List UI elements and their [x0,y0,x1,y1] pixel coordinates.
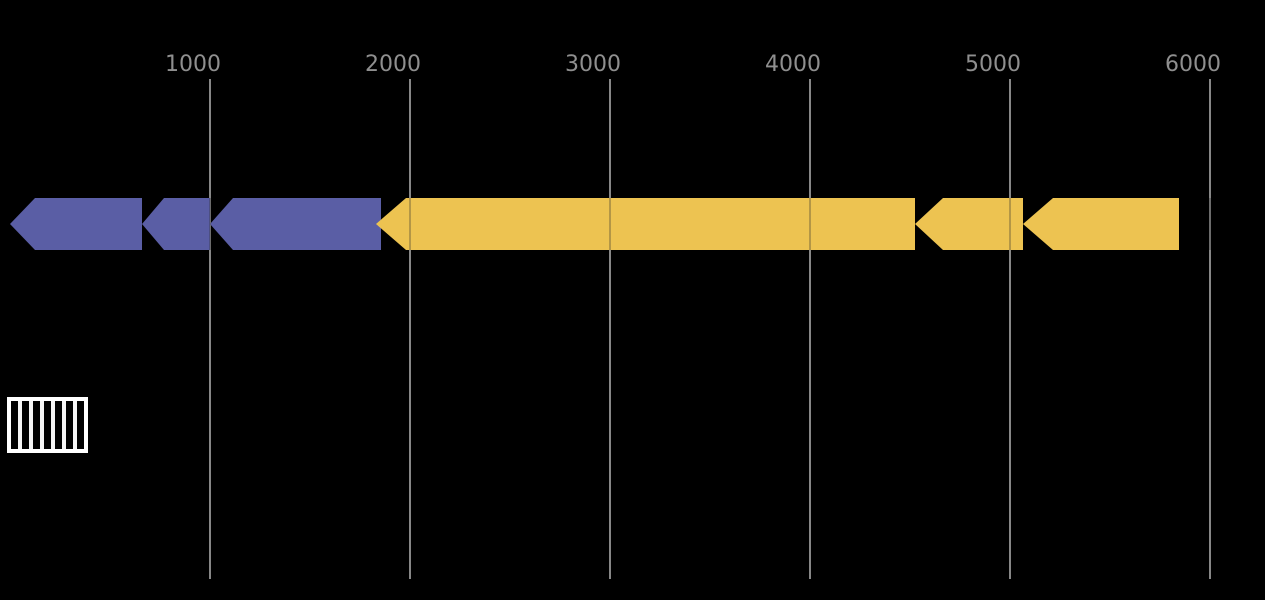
gene-arrow-feature-5 [915,198,1023,250]
x-tick-label: 2000 [365,52,421,77]
gene-arrow-feature-2 [142,198,210,250]
legend-hatch-swatch [7,397,88,453]
x-tick-label: 6000 [1165,52,1221,77]
gene-arrow-feature-1 [10,198,142,250]
x-tick-label: 4000 [765,52,821,77]
gene-arrow-feature-3 [210,198,381,250]
gene-arrow-feature-6 [1023,198,1179,250]
gene-arrow-feature-4 [376,198,915,250]
x-tick-label: 5000 [965,52,1021,77]
x-tick-label: 3000 [565,52,621,77]
x-tick-label: 1000 [165,52,221,77]
